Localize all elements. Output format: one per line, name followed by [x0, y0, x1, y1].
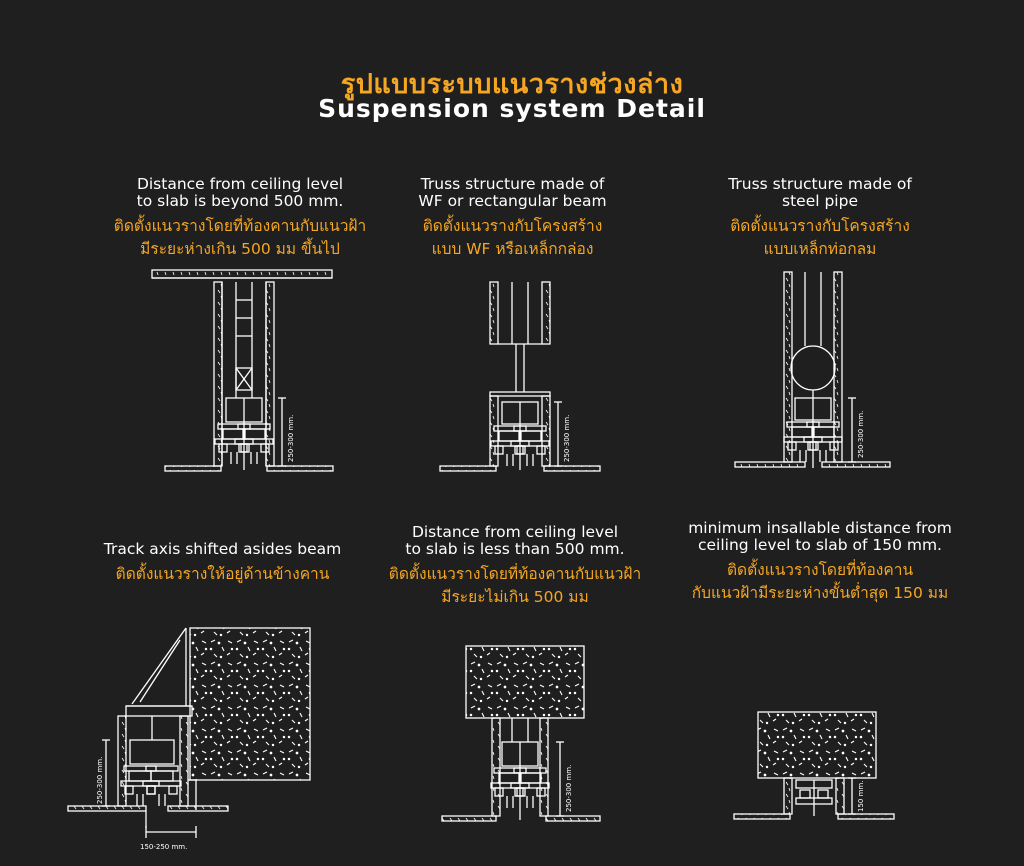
dimension-label-4: 250-300 mm.: [96, 757, 104, 804]
detail-caption-5: Distance from ceiling level to slab is l…: [375, 524, 655, 609]
dimension-label-1: 250-300 mm.: [287, 415, 295, 462]
detail-caption-6: minimum insallable distance from ceiling…: [675, 520, 965, 605]
caption-thai: ติดตั้งแนวรางโดยที่ท้องคานกับแนวฝ้า มีระ…: [388, 565, 642, 606]
dimension-label-2: 250-300 mm.: [563, 415, 571, 462]
drawing-detail-2: [439, 281, 601, 472]
caption-english: Truss structure made of steel pipe: [728, 175, 912, 210]
page-title-thai: รูปแบบระบบแนวรางช่วงล่าง: [340, 69, 684, 100]
dimension-label-5: 250-300 mm.: [565, 765, 573, 812]
page-title-english: Suspension system Detail: [318, 94, 706, 123]
caption-thai: ติดตั้งแนวรางกับโครงสร้าง แบบ WF หรือเหล…: [422, 217, 603, 258]
caption-english: Distance from ceiling level to slab is l…: [405, 523, 625, 558]
caption-thai: ติดตั้งแนวรางโดยที่ท้องคาน กับแนวฝ้ามีระ…: [691, 561, 949, 602]
detail-caption-2: Truss structure made of WF or rectangula…: [380, 176, 645, 261]
drawing-detail-4: [67, 627, 311, 838]
caption-thai: ติดตั้งแนวรางโดยที่ท้องคานกับแนวฝ้า มีระ…: [113, 217, 367, 258]
detail-caption-1: Distance from ceiling level to slab is b…: [95, 176, 385, 261]
detail-caption-4: Track axis shifted asides beam ติดตั้งแน…: [85, 541, 360, 586]
dimension-label-4h: 150-250 mm.: [140, 843, 187, 851]
caption-english: Distance from ceiling level to slab is b…: [136, 175, 344, 210]
caption-english: minimum insallable distance from ceiling…: [688, 519, 952, 554]
drawing-detail-1: [151, 269, 334, 472]
drawing-detail-3: [734, 271, 891, 468]
drawing-detail-6: [733, 711, 895, 820]
caption-english: Truss structure made of WF or rectangula…: [418, 175, 607, 210]
caption-thai: ติดตั้งแนวรางกับโครงสร้าง แบบเหล็กท่อกลม: [730, 217, 910, 258]
caption-english: Track axis shifted asides beam: [103, 540, 342, 558]
dimension-label-6: 150 mm.: [857, 781, 865, 812]
detail-caption-3: Truss structure made of steel pipe ติดตั…: [690, 176, 950, 261]
dimension-label-3: 250-300 mm.: [857, 411, 865, 458]
caption-thai: ติดตั้งแนวรางให้อยู่ด้านข้างคาน: [115, 565, 330, 583]
drawing-detail-5: [441, 645, 601, 822]
